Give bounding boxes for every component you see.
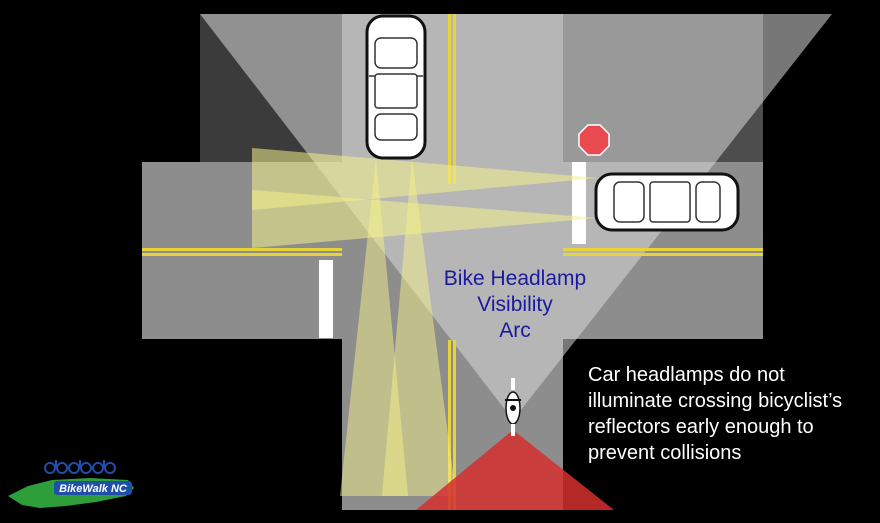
lane-line-east-a — [563, 248, 763, 251]
bikewalk-nc-logo: BikeWalk NC — [8, 460, 134, 508]
arc-label-line-2: Visibility — [477, 293, 553, 316]
lane-line-east-b — [563, 253, 763, 256]
lane-line-west-a — [142, 248, 342, 251]
lane-line-north-a — [448, 14, 451, 184]
arc-label-line-3: Arc — [499, 319, 531, 342]
stop-sign-icon — [578, 124, 610, 156]
logo-banner — [54, 481, 132, 495]
north-car-headlight-beam-right — [382, 158, 456, 496]
logo-text: BikeWalk NC — [59, 483, 128, 495]
east-car-headlight-beam-upper — [252, 148, 598, 210]
caption-line-3: reflectors early enough to — [588, 416, 814, 438]
east-car-headlight-beam-lower — [252, 190, 598, 248]
stop-bar-west — [319, 260, 333, 338]
lane-line-south-a — [448, 340, 451, 510]
caption-line-4: prevent collisions — [588, 442, 741, 464]
bike-danger-zone — [416, 430, 614, 510]
arc-label-line-1: Bike Headlamp — [444, 267, 586, 290]
caption-line-2: illuminate crossing bicyclist’s — [588, 390, 842, 412]
lane-line-north-b — [453, 14, 456, 184]
bicycle-icon — [505, 378, 521, 436]
lane-line-west-b — [142, 253, 342, 256]
caption-line-1: Car headlamps do not — [588, 364, 785, 386]
lane-line-south-b — [453, 340, 456, 510]
stop-bar-east — [572, 162, 586, 244]
car-icon — [365, 14, 427, 160]
car-icon — [594, 172, 740, 232]
cyclist-figures-icon — [44, 460, 116, 474]
